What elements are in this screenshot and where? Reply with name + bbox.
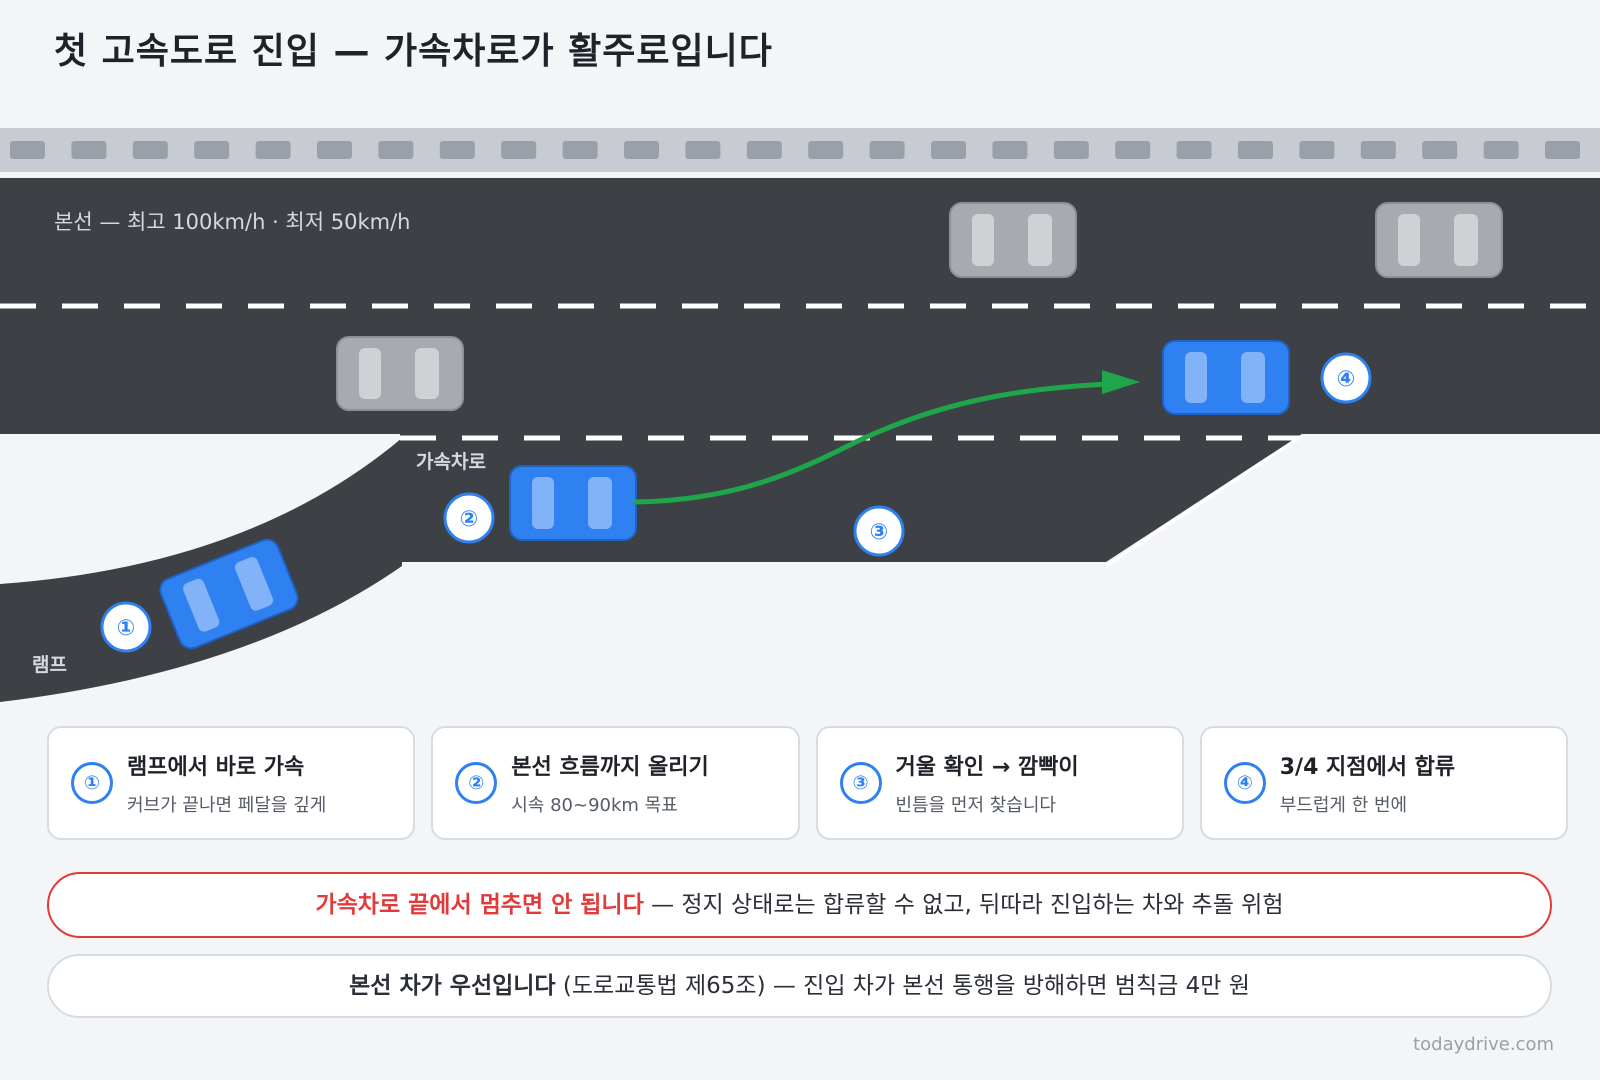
ego-car-merged bbox=[1162, 340, 1290, 415]
rule-strong: 본선 차가 우선입니다 bbox=[349, 973, 556, 999]
step-card-1: ① 램프에서 바로 가속 커브가 끝나면 페달을 깊게 bbox=[47, 726, 416, 840]
rumble-block bbox=[1483, 141, 1519, 159]
step-card-2: ② 본선 흐름까지 올리기 시속 80~90km 목표 bbox=[431, 726, 800, 840]
step-number: ① bbox=[71, 762, 113, 804]
rumble-block bbox=[439, 141, 475, 159]
rumble-block bbox=[1545, 141, 1580, 159]
rumble-strip bbox=[10, 141, 1580, 159]
site-footer: todaydrive.com bbox=[1413, 1034, 1554, 1055]
step-marker-3: ③ bbox=[853, 505, 905, 557]
rumble-block bbox=[1053, 141, 1089, 159]
step-marker-4: ④ bbox=[1320, 352, 1372, 404]
rumble-block bbox=[1360, 141, 1396, 159]
rumble-block bbox=[808, 141, 844, 159]
rumble-block bbox=[255, 141, 291, 159]
mainline-label: 본선 — 최고 100km/h · 최저 50km/h bbox=[54, 210, 410, 234]
accel-lane-label: 가속차로 bbox=[416, 451, 486, 473]
svg-text:③: ③ bbox=[870, 520, 889, 545]
merge-arrow-head bbox=[1102, 370, 1140, 394]
rumble-block bbox=[501, 141, 537, 159]
rumble-block bbox=[931, 141, 966, 159]
rumble-block bbox=[71, 141, 107, 159]
car-other-2 bbox=[1375, 202, 1503, 278]
step-number: ④ bbox=[1223, 762, 1266, 804]
rule-banner: 본선 차가 우선입니다 (도로교통법 제65조) — 진입 차가 본선 통행을 … bbox=[47, 954, 1552, 1018]
ego-car-ramp bbox=[159, 538, 299, 650]
rumble-block bbox=[624, 141, 659, 159]
rumble-block bbox=[10, 141, 45, 159]
step-title: 거울 확인 → 깜빡이 bbox=[895, 755, 1079, 780]
step-number: ② bbox=[455, 762, 498, 804]
rumble-block bbox=[317, 141, 352, 159]
ramp-label: 램프 bbox=[32, 654, 67, 676]
warning-banner: 가속차로 끝에서 멈추면 안 됩니다 — 정지 상태로는 합류할 수 없고, 뒤… bbox=[47, 872, 1552, 938]
shoulder-strip bbox=[0, 128, 1600, 172]
step-cards: ① 램프에서 바로 가속 커브가 끝나면 페달을 깊게 ② 본선 흐름까지 올리… bbox=[47, 726, 1568, 840]
taper-edge-line bbox=[1105, 434, 1303, 568]
rumble-block bbox=[746, 141, 782, 159]
rumble-block bbox=[194, 141, 230, 159]
step-card-4: ④ 3/4 지점에서 합류 부드럽게 한 번에 bbox=[1199, 726, 1568, 840]
car-other-3 bbox=[336, 336, 464, 411]
rumble-block bbox=[1422, 141, 1458, 159]
highway-merge-diagram: ① ② ③ ④ 본선 — 최고 100km/h · 최저 50km/h 가속차로… bbox=[0, 128, 1600, 702]
warning-text: — 정지 상태로는 합류할 수 없고, 뒤따라 진입하는 차와 추돌 위험 bbox=[643, 892, 1284, 918]
rumble-block bbox=[685, 141, 721, 159]
step-desc: 빈틈을 먼저 찾습니다 bbox=[895, 795, 1056, 816]
rumble-block bbox=[1115, 141, 1151, 159]
rumble-block bbox=[869, 141, 905, 159]
warning-strong: 가속차로 끝에서 멈추면 안 됩니다 bbox=[315, 892, 644, 918]
step-card-3: ③ 거울 확인 → 깜빡이 빈틈을 먼저 찾습니다 bbox=[815, 726, 1184, 840]
rule-text: (도로교통법 제65조) — 진입 차가 본선 통행을 방해하면 범칙금 4만 … bbox=[555, 973, 1250, 999]
step-marker-2: ② bbox=[443, 492, 495, 544]
svg-text:①: ① bbox=[117, 616, 136, 641]
car-other-1 bbox=[949, 202, 1077, 278]
svg-text:②: ② bbox=[460, 507, 479, 532]
rumble-block bbox=[562, 141, 598, 159]
step-title: 램프에서 바로 가속 bbox=[127, 755, 305, 780]
ego-car-accel-lane bbox=[509, 465, 637, 541]
step-title: 3/4 지점에서 합류 bbox=[1279, 755, 1456, 780]
page-title: 첫 고속도로 진입 — 가속차로가 활주로입니다 bbox=[54, 31, 773, 72]
rumble-block bbox=[1299, 141, 1335, 159]
step-desc: 시속 80~90km 목표 bbox=[511, 795, 678, 816]
rumble-block bbox=[1176, 141, 1212, 159]
rumble-block bbox=[378, 141, 414, 159]
rumble-block bbox=[1238, 141, 1273, 159]
step-number: ③ bbox=[839, 762, 882, 804]
rumble-block bbox=[132, 141, 168, 159]
step-marker-1: ① bbox=[100, 601, 152, 653]
step-desc: 커브가 끝나면 페달을 깊게 bbox=[127, 795, 327, 816]
step-title: 본선 흐름까지 올리기 bbox=[511, 755, 709, 780]
svg-text:④: ④ bbox=[1337, 367, 1356, 392]
merge-path-arrow bbox=[633, 381, 1111, 505]
rumble-block bbox=[992, 141, 1028, 159]
step-desc: 부드럽게 한 번에 bbox=[1279, 795, 1408, 816]
